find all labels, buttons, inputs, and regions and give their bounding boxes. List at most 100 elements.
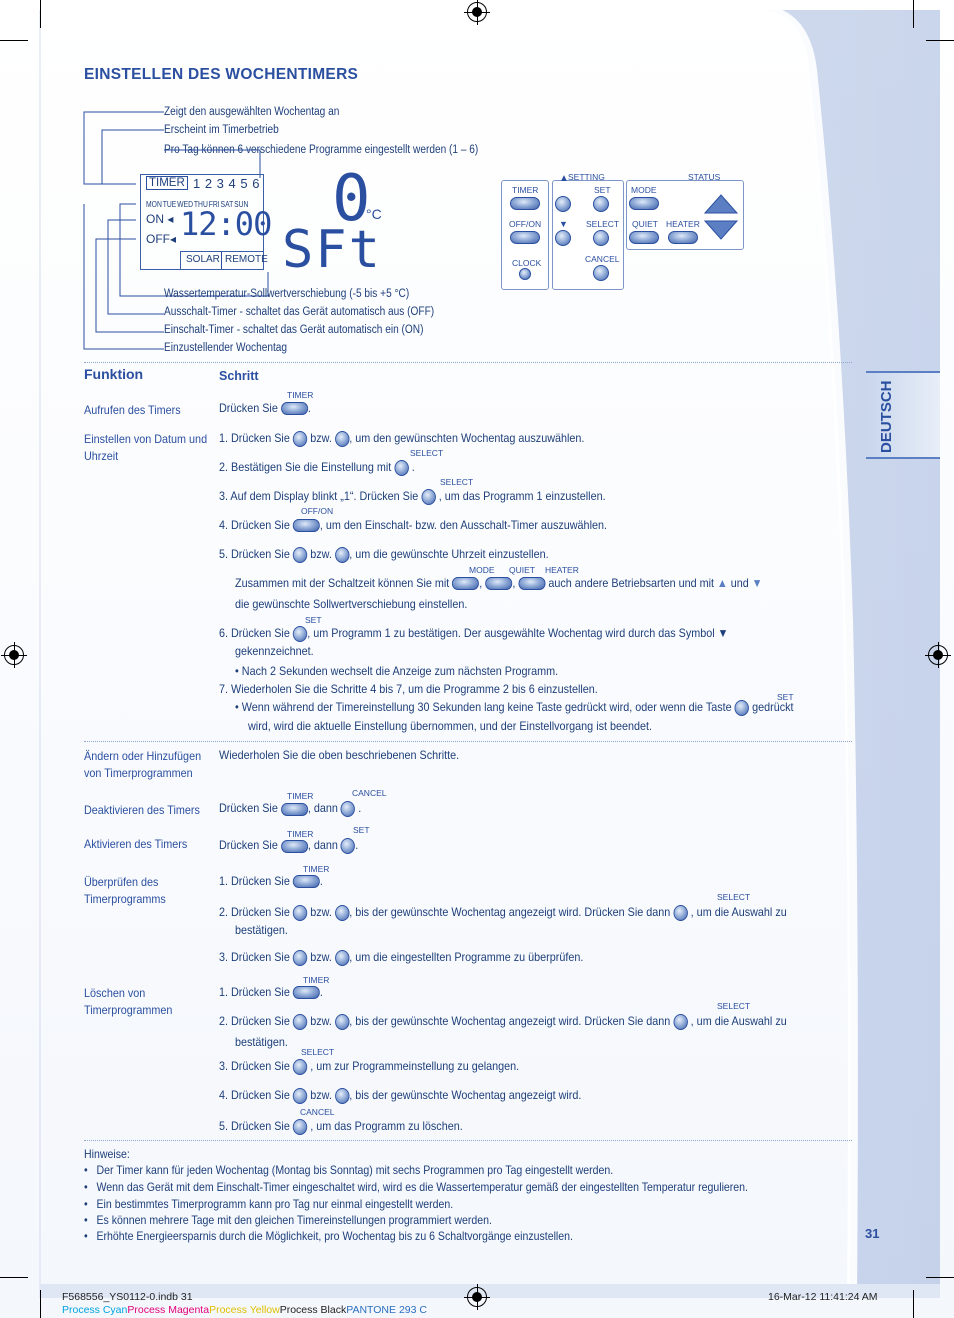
btn-label-select: SELECT <box>717 1001 751 1011</box>
step-text-part: , bis der gewünschte Wochentag angezeigt… <box>349 1014 671 1029</box>
btn-label-timer: TIMER <box>303 864 330 874</box>
remote-up-button[interactable] <box>555 196 571 212</box>
footer-file: F568556_YS0112-0.indb 31 <box>62 1291 193 1303</box>
step-text-part: , um den Einschalt- bzw. den Ausschalt-T… <box>319 518 607 532</box>
btn-label-timer: TIMER <box>287 390 314 400</box>
remote-mode-label: MODE <box>631 185 657 195</box>
lcd-timer: TIMER <box>146 176 188 190</box>
remote-offon-label: OFF/ON <box>509 219 542 229</box>
select-button-icon <box>673 1014 688 1030</box>
select-button-icon <box>292 1059 308 1075</box>
select-button-icon <box>421 489 436 505</box>
remote-setting-label: SETTING <box>568 172 605 182</box>
step-text-part: Drücken Sie <box>219 801 278 816</box>
remote-clock-button[interactable] <box>519 268 531 280</box>
callout-programs: Pro Tag können 6 verschiedene Programme … <box>164 144 479 156</box>
remote-select-button[interactable] <box>593 230 609 246</box>
registration-mark-icon <box>1 642 27 668</box>
crop-mark <box>926 1277 954 1278</box>
note-item: • Es können mehrere Tage mit den gleiche… <box>84 1213 492 1227</box>
status-up-icon: ▲ <box>717 576 728 590</box>
step-text-part: , bis der gewünschte Wochentag angezeigt… <box>349 1088 582 1103</box>
step-text-part: , um das Programm zu löschen. <box>310 1119 463 1134</box>
set-button-icon <box>734 700 750 716</box>
step-text-part: 1. Drücken Sie <box>219 431 290 446</box>
step-text-part: , um die eingestellten Programme zu über… <box>349 950 584 965</box>
note-item: • Der Timer kann für jeden Wochentag (Mo… <box>84 1163 614 1177</box>
callout-day-to-set: Einzustellender Wochentag <box>164 342 288 354</box>
step-d6c: • Nach 2 Sekunden wechselt die Anzeige z… <box>235 664 559 678</box>
step-text-part: , dann <box>307 801 338 816</box>
remote-offon-button[interactable] <box>510 231 540 244</box>
row-label-line: Einstellen von Datum und <box>84 432 208 446</box>
step-d7b: • Wenn während der Timereinstellung 30 S… <box>235 700 794 716</box>
timer-button-icon <box>280 839 308 853</box>
registration-mark-icon <box>464 1284 490 1310</box>
step-text-part: 4. Drücken Sie <box>219 518 290 532</box>
remote-status-label: STATUS <box>688 172 721 182</box>
row-label-deaktivieren: Deaktivieren des Timers <box>84 803 200 817</box>
row-label-line: Timerprogrammen <box>84 1003 173 1017</box>
remote-clock-label: CLOCK <box>512 258 542 268</box>
remote-mode-button[interactable] <box>629 197 659 210</box>
lcd-day: SUN <box>234 200 249 209</box>
footer-yellow: Process Yellow <box>209 1304 280 1316</box>
step-d4: 4. Drücken Sie , um den Einschalt- bzw. … <box>219 518 607 533</box>
row-label-line: Ändern oder Hinzufügen <box>84 749 202 763</box>
step-d7c: wird, wird die aktuelle Einstellung über… <box>248 719 653 733</box>
step-d5b: Zusammen mit der Schaltzeit können Sie m… <box>235 576 763 591</box>
down-button-icon <box>334 1088 350 1104</box>
btn-label-timer: TIMER <box>287 791 314 801</box>
step-text-part: 4. Drücken Sie <box>219 1088 290 1103</box>
row-label-line: Timerprogramms <box>84 892 166 906</box>
note-text: Wenn das Gerät mit dem Einschalt-Timer e… <box>96 1180 748 1194</box>
remote-quiet-button[interactable] <box>629 231 659 244</box>
step-text-part: Drücken Sie <box>219 838 278 853</box>
step-text-part: • Wenn während der Timereinstellung 30 S… <box>235 700 732 715</box>
crop-mark <box>913 0 914 28</box>
step-period: . <box>358 801 362 816</box>
footer-black: Process Black <box>279 1304 347 1316</box>
row-label-line: Löschen von <box>84 986 146 1000</box>
step-text-part: 2. Drücken Sie <box>219 1014 290 1029</box>
step-text-part: Zusammen mit der Schaltzeit können Sie m… <box>235 576 450 590</box>
lcd-day: SAT <box>220 200 234 209</box>
remote-cancel-button[interactable] <box>593 265 609 281</box>
footer-date: 16-Mar-12 11:41:24 AM <box>768 1291 878 1303</box>
remote-timer-button[interactable] <box>510 197 540 210</box>
quiet-button-icon <box>485 577 513 591</box>
crop-mark <box>0 40 28 41</box>
lcd-divider <box>221 252 222 269</box>
registration-mark-icon <box>464 0 490 25</box>
notes-title: Hinweise: <box>84 1147 130 1161</box>
btn-label-quiet: QUIET <box>509 565 535 575</box>
select-button-icon <box>673 905 688 921</box>
column-step-header: Schritt <box>219 369 259 383</box>
note-text: Der Timer kann für jeden Wochentag (Mont… <box>96 1163 614 1177</box>
callout-weekday: Zeigt den ausgewählten Wochentag an <box>164 106 340 118</box>
btn-label-select: SELECT <box>440 477 474 487</box>
step-text-part: Drücken Sie <box>219 401 278 415</box>
lcd-day: MON <box>146 200 162 209</box>
note-text: Es können mehrere Tage mit den gleichen … <box>96 1213 492 1227</box>
step-text-part: gedrückt <box>752 700 794 715</box>
lcd-day: WED <box>177 200 194 209</box>
step-u3: 3. Drücken Sie bzw. , um die eingestellt… <box>219 950 583 966</box>
row-label-aufrufen: Aufrufen des Timers <box>84 403 181 417</box>
remote-select-label: SELECT <box>586 219 620 229</box>
crop-mark <box>913 1290 914 1318</box>
leader-lines <box>83 111 269 350</box>
step-period: . <box>319 874 323 888</box>
step-text-part: 1. Drücken Sie <box>219 985 290 999</box>
step-text-part: 3. Auf dem Display blinkt „1“. Drücken S… <box>219 489 419 504</box>
remote-down-arrow-icon: ▼ <box>559 219 568 229</box>
btn-label-select: SELECT <box>717 892 751 902</box>
remote-set-button[interactable] <box>593 196 609 212</box>
remote-status-up-down-icon[interactable] <box>703 187 739 247</box>
remote-down-button[interactable] <box>555 230 571 246</box>
remote-set-label: SET <box>594 185 611 195</box>
remote-heater-button[interactable] <box>668 231 698 244</box>
step-d5: 5. Drücken Sie bzw. , um die gewünschte … <box>219 547 549 563</box>
